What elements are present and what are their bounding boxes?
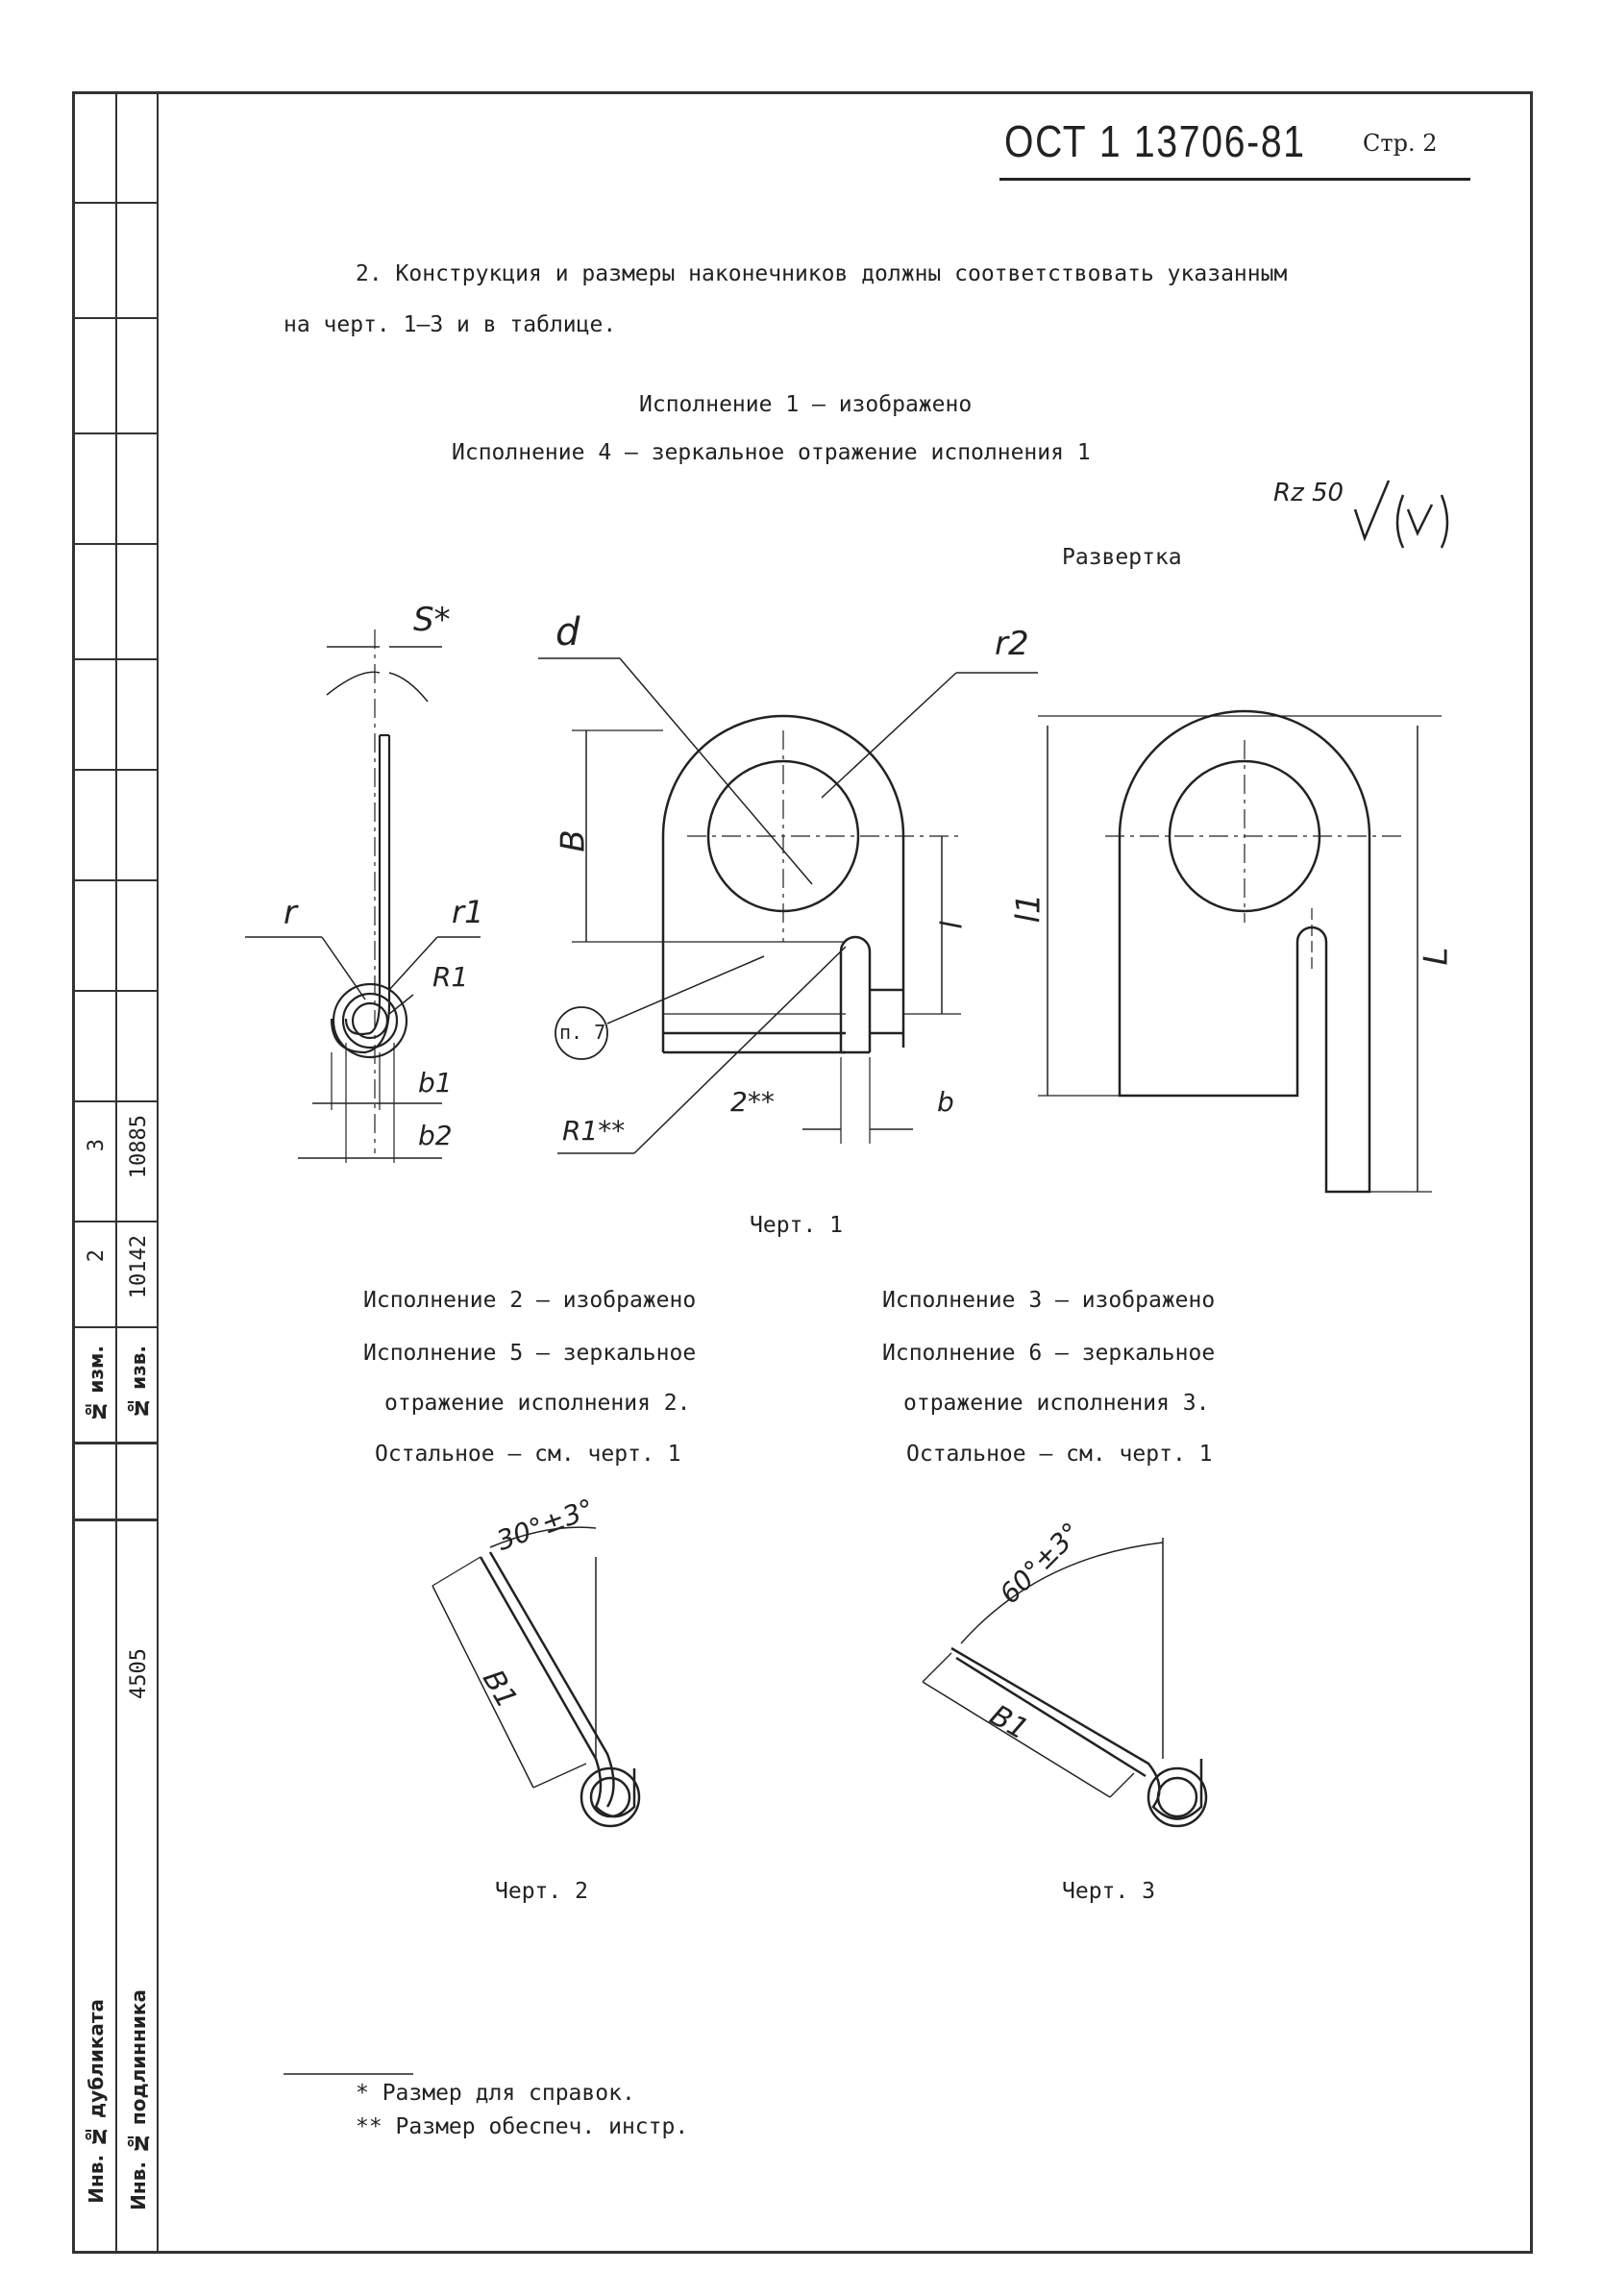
- header-underline: [999, 178, 1470, 181]
- figure-1-caption: Черт. 1: [750, 1213, 843, 1238]
- execution-3-line-4: Остальное – см. черт. 1: [906, 1442, 1213, 1467]
- fig2-bent-tip: [432, 1526, 641, 1828]
- execution-2-line-4: Остальное – см. черт. 1: [375, 1442, 681, 1467]
- figure-3-caption: Черт. 3: [1062, 1879, 1155, 1904]
- roughness-value: Rz 50: [1273, 479, 1344, 507]
- execution-3-line-3: отражение исполнения 3.: [903, 1391, 1210, 1416]
- margin-strip: [72, 91, 159, 2254]
- fig1-side-view: [245, 630, 481, 1163]
- dim-p7: п. 7: [559, 1021, 606, 1044]
- fig3-bent-tip: [922, 1538, 1208, 1828]
- document-code: ОСТ 1 13706-81: [1004, 116, 1306, 166]
- development-label: Развертка: [1062, 545, 1182, 570]
- dim-s: S*: [413, 601, 451, 639]
- dim-d: d: [555, 610, 580, 654]
- execution-3-line-2: Исполнение 6 – зеркальное: [882, 1341, 1216, 1366]
- dim-b: b: [937, 1086, 954, 1118]
- execution-2-line-1: Исполнение 2 – изображено: [363, 1288, 697, 1313]
- paragraph-line-2: на черт. 1–3 и в таблице.: [284, 312, 617, 337]
- dim-r2: r2: [995, 625, 1029, 663]
- page-frame: [72, 91, 1533, 2254]
- dim-r1: r1: [452, 894, 484, 930]
- execution-2-line-2: Исполнение 5 – зеркальное: [363, 1341, 697, 1366]
- fig1-front-view: [538, 657, 1038, 1154]
- fig1-development: [1038, 709, 1442, 1194]
- dim-R1: R1: [432, 961, 469, 993]
- paragraph-line-1: 2. Конструкция и размеры наконечников до…: [356, 261, 1288, 286]
- page-number: Стр. 2: [1363, 130, 1438, 157]
- dim-r: r: [284, 894, 297, 932]
- dim-b1: b1: [418, 1067, 453, 1099]
- execution-4-note: Исполнение 4 – зеркальное отражение испо…: [452, 440, 1091, 465]
- execution-1-note: Исполнение 1 – изображено: [639, 392, 973, 417]
- dim-B: B: [554, 829, 593, 852]
- dim-L: L: [1417, 947, 1456, 966]
- execution-2-line-3: отражение исполнения 2.: [384, 1391, 691, 1416]
- dim-b2: b2: [418, 1120, 453, 1151]
- margin-divider: [115, 91, 117, 2254]
- execution-3-line-1: Исполнение 3 – изображено: [882, 1288, 1216, 1313]
- dim-2-double-star: 2**: [730, 1086, 775, 1118]
- footnote-reference-size: * Размер для справок.: [356, 2081, 635, 2106]
- dim-l1: l1: [1009, 893, 1048, 924]
- figure-2-caption: Черт. 2: [495, 1879, 588, 1904]
- dim-l: l: [935, 921, 970, 929]
- dim-R1-double-star: R1**: [562, 1115, 626, 1147]
- footnote-tool-size: ** Размер обеспеч. инстр.: [356, 2114, 689, 2139]
